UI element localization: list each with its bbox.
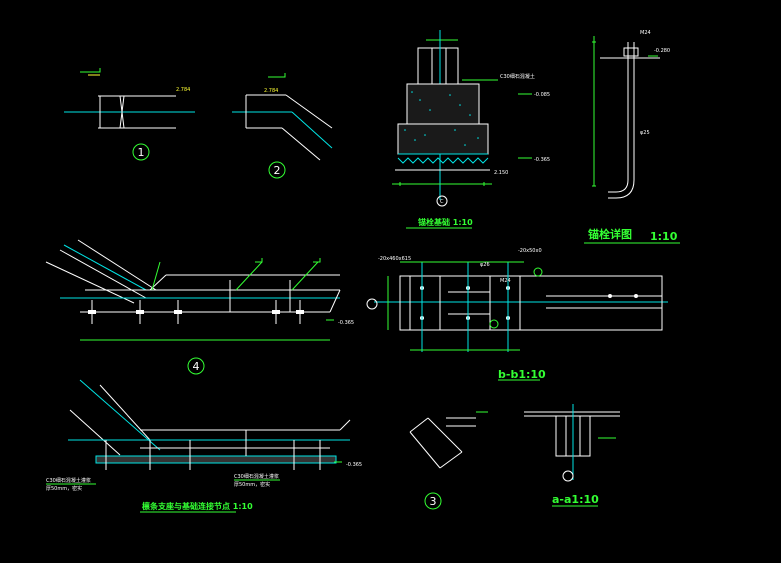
anchor-detail-scale: 1:10 (650, 230, 678, 243)
section-bb-title: b-b1:10 (498, 368, 546, 381)
plate-2-label: -20x50x0 (518, 248, 542, 254)
detail-4-marker (187, 357, 205, 375)
anchor-bolt-detail: M24 -0.280 φ25 锚栓详图 1:10 (584, 30, 680, 244)
anchor-detail-title: 锚栓详图 (588, 227, 632, 241)
d2-elevation: 2.784 (264, 88, 278, 94)
phi25-label: φ25 (640, 130, 650, 136)
d1-elevation: 2.784 (176, 87, 190, 93)
bolt-label: M24 (500, 278, 511, 284)
hole-label: φ26 (480, 262, 490, 268)
section-c-label: C (440, 199, 444, 205)
detail-4-number: 4 (193, 360, 200, 373)
detail-1-number: 1 (138, 146, 145, 159)
detail-3: 3 (409, 411, 488, 510)
detail-3-marker (424, 492, 442, 510)
grout-note-2: C30细石混凝土灌浆 (234, 473, 279, 480)
section-c-marker (436, 195, 448, 207)
d4-elevation: -0.365 (338, 320, 354, 326)
section-aa-title: a-a1:10 (552, 493, 599, 506)
support-detail: -0.365 C30细石混凝土灌浆 厚50mm，密实 C30细石混凝土灌浆 厚5… (46, 379, 362, 513)
detail-2: 2.784 2 (232, 73, 333, 179)
anchor-foundation-section: C30细石混凝土 -0.085 -0.365 2.150 C 锚栓基础 1:10 (392, 30, 550, 229)
anchor-section-title: 锚栓基础 1:10 (418, 217, 473, 227)
detail-2-marker (268, 161, 286, 179)
section-aa: a-a1:10 (524, 404, 620, 507)
grout-sub-2: 厚50mm，密实 (234, 481, 270, 488)
elev-b: -0.365 (534, 157, 550, 163)
section-aa-c-marker (562, 470, 574, 482)
detail-2-number: 2 (274, 164, 281, 177)
section-bb: -20x460x615 -20x50x0 φ26 M24 b-b1:10 (366, 248, 668, 381)
elev-a: -0.085 (534, 92, 550, 98)
detail-4: -0.365 4 (45, 239, 354, 375)
plate-1-label: -20x460x615 (378, 256, 411, 262)
detail-1: 2.784 1 (64, 68, 195, 161)
grout-sub-1: 厚50mm，密实 (46, 485, 82, 492)
support-detail-title: 檩条支座与基础连接节点 1:10 (142, 501, 253, 511)
detail-3-number: 3 (430, 495, 437, 508)
section-bb-c-marker (366, 298, 378, 310)
grout-note-1: C30细石混凝土灌浆 (46, 477, 91, 484)
m24-label: M24 (640, 30, 651, 36)
dim-500: 2.150 (494, 170, 508, 176)
elev-top: -0.280 (654, 48, 670, 54)
detail-1-marker (132, 143, 150, 161)
concrete-note: C30细石混凝土 (500, 73, 535, 80)
elev-lower: -0.365 (346, 462, 362, 468)
